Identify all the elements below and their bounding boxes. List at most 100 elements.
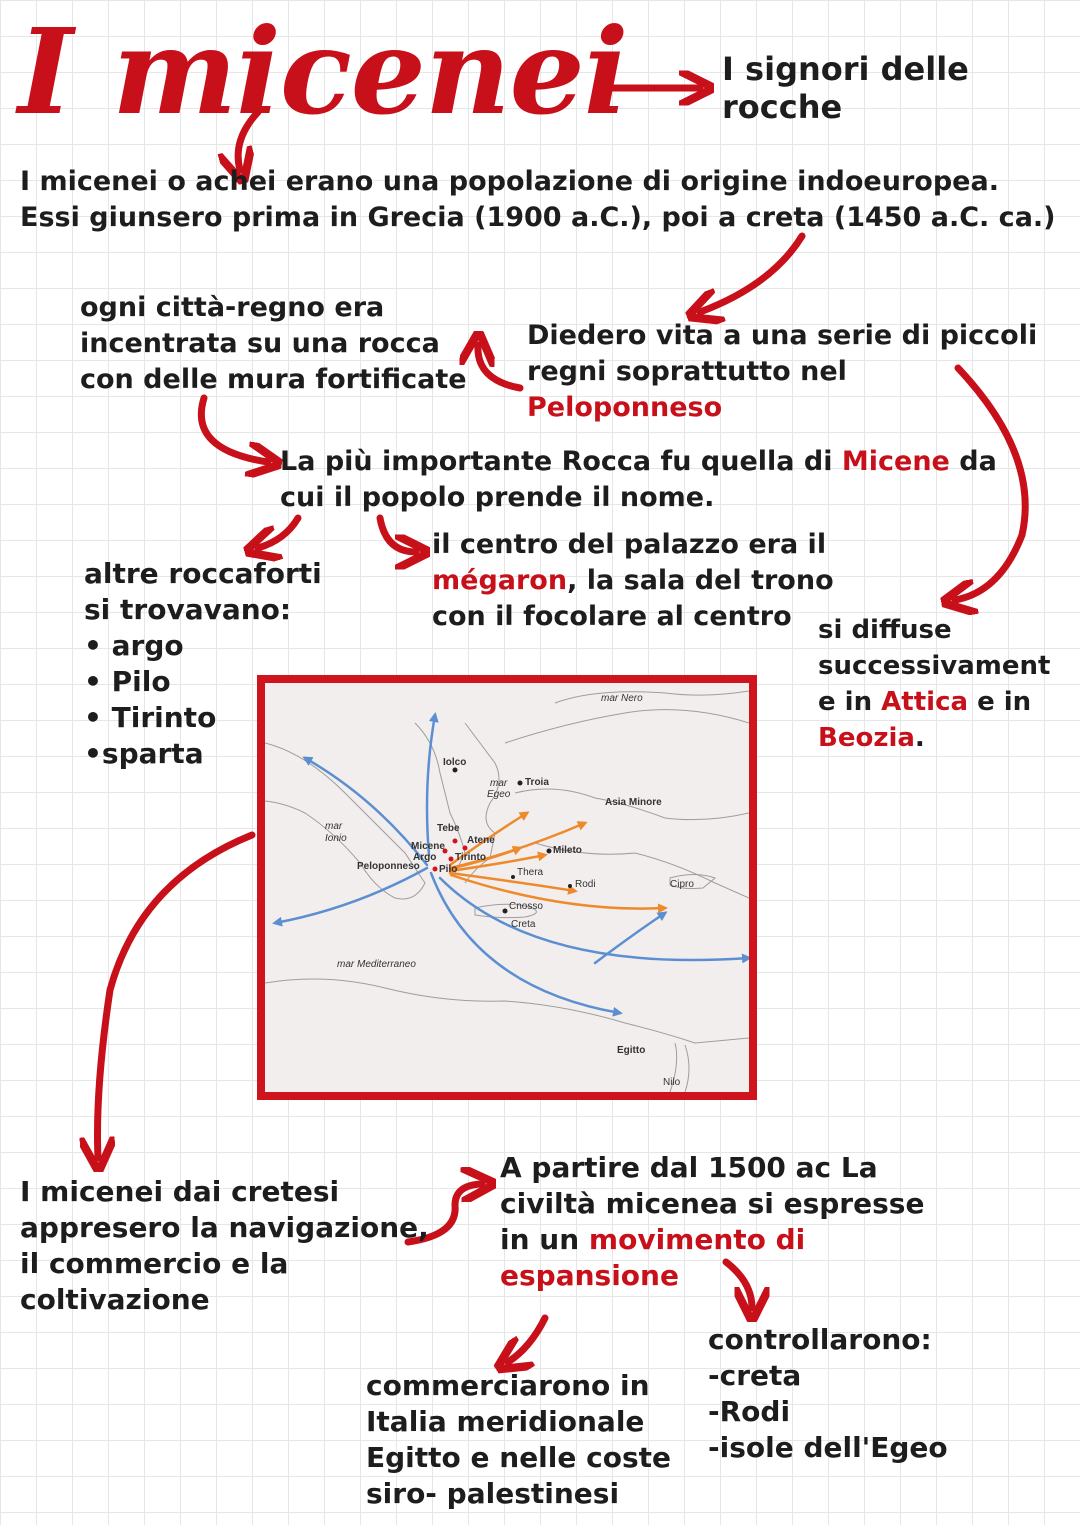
- coast-balkans: [414, 722, 466, 874]
- megaron-line-3: con il focolare al centro: [432, 601, 792, 632]
- kingdoms-line-2: regni soprattutto nel: [527, 356, 847, 387]
- coast-greece: [464, 722, 500, 884]
- strongholds-heading-2: si trovavano:: [84, 593, 292, 626]
- arrow-rocca-micene: [197, 394, 268, 462]
- control-heading: controllarono:: [708, 1323, 932, 1356]
- trade-line-3: Egitto e nelle coste: [366, 1441, 671, 1474]
- diffusion-text: e in: [968, 687, 1032, 717]
- strongholds-heading-1: altre roccaforti: [84, 557, 322, 590]
- expansion-highlight-1: movimento di: [588, 1223, 806, 1256]
- route-north: [425, 712, 439, 857]
- route-east-3: [448, 851, 548, 873]
- expansion-text: in un: [500, 1223, 589, 1256]
- diffusion-line-1: si diffuse: [818, 615, 952, 645]
- map-label-mar-egeo-1: mar: [490, 778, 508, 789]
- map-label-nilo: Nilo: [663, 1077, 681, 1088]
- map-label-peloponneso: Peloponneso: [357, 861, 420, 872]
- map-label-iolco: Iolco: [443, 757, 467, 768]
- map-label-atene: Atene: [467, 835, 495, 846]
- control-note: controllarono: -creta -Rodi -isole dell'…: [708, 1322, 948, 1466]
- stronghold-item: • argo: [84, 629, 184, 662]
- coast-black-sea: [554, 690, 749, 704]
- diffusion-line-2: successivament: [818, 651, 1051, 681]
- navigation-note: I micenei dai cretesi appresero la navig…: [20, 1174, 429, 1318]
- page-title: I micenei: [18, 2, 629, 141]
- map-label-cipro: Cipro: [670, 879, 694, 890]
- diffusion-line-4: Beozia.: [818, 720, 1050, 756]
- arrow-micene-megaron: [376, 514, 416, 552]
- navigation-line-4: coltivazione: [20, 1283, 210, 1316]
- rocca-line-2: incentrata su una rocca: [80, 328, 440, 359]
- map-label-thera: Thera: [517, 867, 544, 878]
- megaron-note: il centro del palazzo era il mégaron, la…: [432, 527, 834, 635]
- stronghold-item: • Pilo: [84, 665, 171, 698]
- map-label-mar-ionio-2: Ionio: [325, 833, 347, 844]
- micene-line-1: La più importante Rocca fu quella di Mic…: [280, 444, 997, 480]
- map-drawing: [265, 690, 749, 1092]
- city-dot-iolco: [452, 767, 458, 773]
- arrow-expansion-control: [722, 1258, 752, 1308]
- micene-highlight: Micene: [841, 446, 950, 477]
- map-label-mar-egeo-2: Egeo: [487, 789, 511, 800]
- beozia-highlight: Beozia: [818, 723, 915, 753]
- intro-line-1: I micenei o achei erano una popolazione …: [20, 166, 999, 197]
- control-item: -Rodi: [708, 1395, 791, 1428]
- kingdoms-note: Diedero vita a una serie di piccoli regn…: [527, 318, 1037, 426]
- city-dot-tirinto: [448, 856, 454, 862]
- map-label-micene: Micene: [411, 841, 445, 852]
- route-south-egypt: [429, 871, 623, 1017]
- arrow-kingdoms-rocca: [478, 345, 524, 392]
- navigation-line-2: appresero la navigazione,: [20, 1211, 429, 1244]
- city-dot-tebe: [452, 838, 458, 844]
- control-item: -creta: [708, 1359, 802, 1392]
- stronghold-item: •sparta: [84, 737, 204, 770]
- megaron-line-1: il centro del palazzo era il: [432, 529, 827, 560]
- subtitle: I signori delle rocche: [722, 50, 969, 126]
- map-label-troia: Troia: [525, 777, 549, 788]
- route-east-5: [449, 873, 668, 914]
- map-label-tirinto: Tirinto: [455, 852, 486, 863]
- route-east-1: [448, 811, 530, 867]
- map-label-mar-mediterraneo: mar Mediterraneo: [337, 959, 416, 970]
- megaron-highlight: mégaron: [432, 565, 568, 596]
- city-dot-micene: [442, 848, 448, 854]
- micene-line-2: cui il popolo prende il nome.: [280, 482, 715, 513]
- route-west-1: [302, 756, 429, 867]
- coast-north-africa: [265, 978, 749, 1044]
- control-item: -isole dell'Egeo: [708, 1431, 948, 1464]
- arrow-kingdoms-diffusion: [955, 364, 1029, 600]
- map-label-argo: Argo: [413, 852, 437, 863]
- diffusion-text: .: [914, 723, 925, 753]
- city-dot-thera: [511, 875, 515, 879]
- city-dot-mileto: [546, 848, 552, 854]
- micene-after: da: [949, 446, 997, 477]
- city-dot-rodi: [568, 884, 572, 888]
- arrow-micene-strongholds: [258, 514, 302, 548]
- stronghold-item: • Tirinto: [84, 701, 217, 734]
- arrow-navigation-expansion: [404, 1184, 482, 1246]
- kingdoms-highlight: Peloponneso: [527, 392, 723, 423]
- city-dot-pilo: [432, 866, 438, 872]
- map-label-mar-ionio-1: mar: [325, 821, 343, 832]
- subtitle-line-2: rocche: [722, 88, 843, 126]
- rocca-note: ogni città-regno era incentrata su una r…: [80, 290, 467, 398]
- map-label-pilo: Pilo: [439, 864, 458, 875]
- expansion-line-3: in un movimento di: [500, 1222, 924, 1258]
- city-dot-cnosso: [502, 908, 508, 914]
- map-label-cnosso: Cnosso: [509, 901, 543, 912]
- coast-italy: [265, 742, 426, 900]
- navigation-line-3: il commercio e la: [20, 1247, 289, 1280]
- trade-note: commerciarono in Italia meridionale Egit…: [366, 1368, 671, 1512]
- megaron-line-2: mégaron, la sala del trono: [432, 563, 834, 599]
- diffusion-note: si diffuse successivament e in Attica e …: [818, 612, 1050, 756]
- map-label-creta: Creta: [511, 919, 536, 930]
- expansion-note: A partire dal 1500 ac La civiltà micenea…: [500, 1150, 924, 1294]
- diffusion-line-3: e in Attica e in: [818, 684, 1050, 720]
- micene-note: La più importante Rocca fu quella di Mic…: [280, 444, 997, 516]
- map-label-mileto: Mileto: [553, 845, 582, 856]
- trade-line-2: Italia meridionale: [366, 1405, 645, 1438]
- subtitle-line-1: I signori delle: [722, 50, 969, 88]
- route-cipro: [593, 911, 668, 965]
- micene-before: La più importante Rocca fu quella di: [280, 446, 842, 477]
- route-east-6: [448, 845, 523, 871]
